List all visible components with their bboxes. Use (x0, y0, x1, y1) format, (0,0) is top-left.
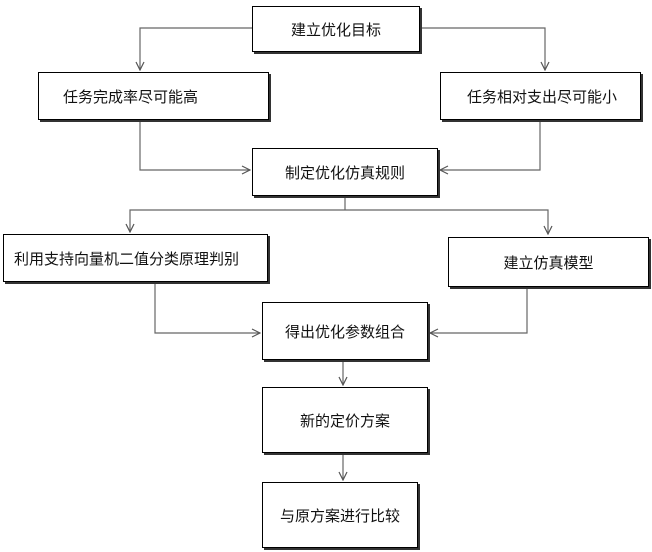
connector-rules-to-svm (130, 209, 345, 232)
connector-goal-to-cost (420, 27, 545, 70)
connector-completion-to-rules (139, 120, 250, 170)
node-pricing: 新的定价方案 (262, 387, 428, 453)
node-rules: 制定优化仿真规则 (252, 148, 438, 196)
connector-cost-to-rules (440, 120, 541, 170)
node-svm: 利用支持向量机二值分类原理判别 (3, 234, 268, 282)
node-cost: 任务相对支出尽可能小 (440, 72, 641, 120)
connector-svm-to-params (154, 282, 260, 333)
connector-goal-to-completion (140, 27, 252, 70)
node-goal: 建立优化目标 (252, 6, 420, 52)
node-compare: 与原方案进行比较 (262, 482, 418, 548)
connector-rules-to-model (345, 209, 548, 234)
node-completion: 任务完成率尽可能高 (38, 72, 269, 120)
connector-model-to-params (430, 287, 528, 333)
node-model: 建立仿真模型 (448, 237, 649, 287)
node-params: 得出优化参数组合 (262, 302, 428, 360)
